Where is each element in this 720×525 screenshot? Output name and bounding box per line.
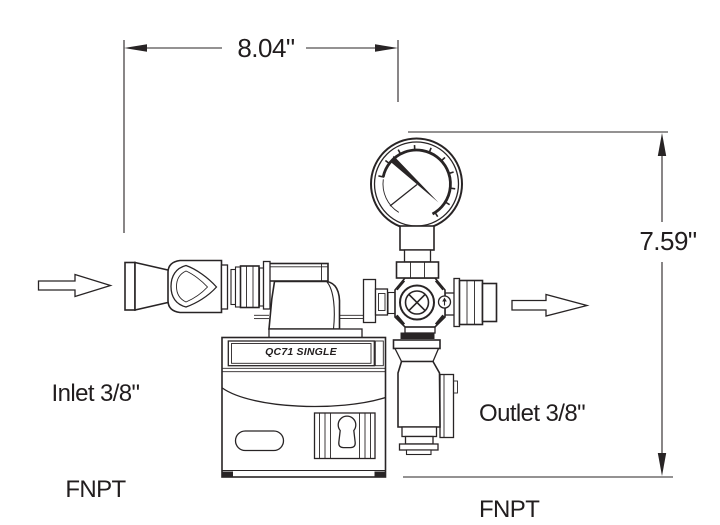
mounting-body [221,336,387,478]
outlet-label-line1: Outlet 3/8" [479,400,586,427]
inlet-fitting [124,259,271,314]
product-name-label: QC71 SINGLE [265,346,337,358]
cross-valve-body [362,270,457,328]
arrowhead-right-icon [375,44,398,52]
label-plate [227,340,375,367]
keyhole-icon [337,415,357,449]
foot-right [374,471,386,477]
gauge-ticks [378,145,456,218]
foot-left [222,471,233,477]
outlet-flow-arrow-icon [511,293,590,317]
drain-valve [392,326,458,456]
flow-direction-indicator [437,295,452,309]
height-dimension-label: 7.59" [639,226,697,256]
handle-slot [234,430,285,452]
inlet-label: Inlet 3/8" FNPT [28,314,163,525]
dimension-height [403,131,673,478]
arrowhead-down-icon [657,453,667,476]
dimension-width [123,40,399,233]
arrowhead-up-icon [657,133,667,156]
outlet-fitting [453,277,498,328]
width-dimension-label: 8.04" [237,33,295,63]
inlet-flow-arrow-icon [37,273,113,298]
arrowhead-left-icon [124,44,147,52]
gauge-hex-nut [395,261,440,279]
mounting-bracket [313,412,376,460]
side-tab [439,373,455,439]
coupler-claw [170,264,218,308]
inlet-label-line1: Inlet 3/8" [51,380,141,407]
gauge-stem [399,225,435,251]
connecting-rail [254,314,365,320]
outlet-hex-nut [458,279,484,326]
outlet-label-line2: FNPT [479,496,540,523]
inlet-hex-nut [239,265,260,309]
regulator-body [263,262,363,340]
seal-band [400,332,435,339]
pressure-gauge [370,137,463,279]
inlet-label-line2: FNPT [65,476,126,503]
outlet-label: Outlet 3/8" FNPT [479,334,586,525]
cover-panel-curve [221,387,386,408]
gauge-needle [391,155,439,203]
